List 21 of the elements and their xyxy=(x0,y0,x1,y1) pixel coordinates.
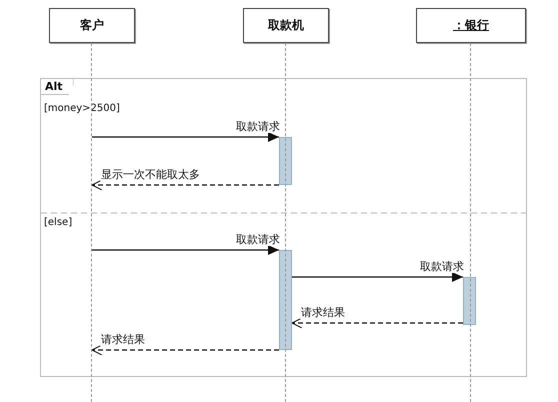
return-message-arrow xyxy=(292,318,463,328)
guard-condition: [money>2500] xyxy=(43,102,121,115)
message-label: 显示一次不能取太多 xyxy=(100,168,201,181)
fragment-tab: Alt xyxy=(40,78,74,95)
message-label: 取款请求 xyxy=(419,260,465,273)
message-label: 取款请求 xyxy=(235,233,281,246)
message-label: 取款请求 xyxy=(235,120,281,133)
activation-bar xyxy=(463,277,476,325)
return-message-arrow xyxy=(92,344,279,356)
guard-condition: [else] xyxy=(43,216,74,229)
lifeline-head: 客户 xyxy=(49,8,135,43)
message-label: 请求结果 xyxy=(100,333,146,346)
return-message-arrow xyxy=(92,180,279,190)
lifeline-head: ：银行 xyxy=(416,8,526,43)
message-arrow xyxy=(92,245,279,255)
lifeline-head: 取款机 xyxy=(243,8,329,43)
message-arrow xyxy=(292,272,463,282)
message-label: 请求结果 xyxy=(300,306,346,319)
activation-bar xyxy=(279,137,292,185)
message-arrow xyxy=(92,132,279,142)
activation-bar xyxy=(279,250,292,350)
